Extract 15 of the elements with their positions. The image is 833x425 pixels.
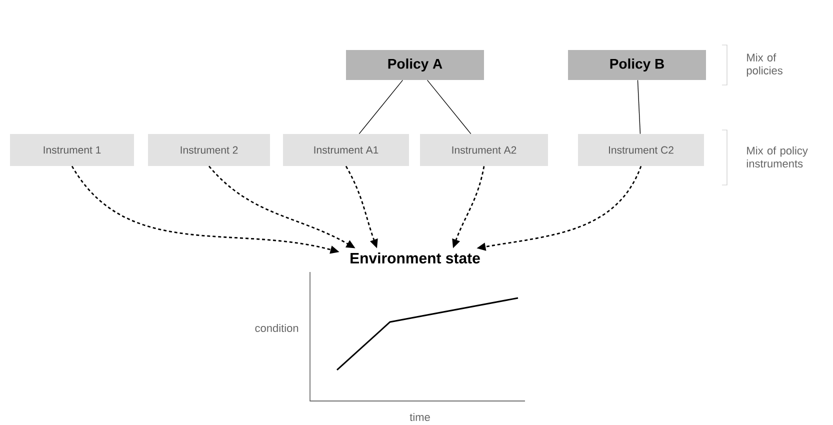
axis-label: time bbox=[410, 412, 430, 422]
instrument-box: Instrument C2 bbox=[578, 134, 704, 166]
heading-text: Environment state bbox=[350, 252, 480, 264]
connector-line bbox=[358, 80, 404, 134]
instrument-box: Instrument A1 bbox=[283, 134, 409, 166]
connector-line bbox=[637, 80, 641, 134]
policy-box: Policy B bbox=[568, 50, 706, 80]
instrument-box: Instrument A2 bbox=[420, 134, 548, 166]
instrument-box: Instrument 2 bbox=[148, 134, 270, 166]
connector-line bbox=[426, 80, 472, 134]
policy-box: Policy A bbox=[346, 50, 484, 80]
instrument-box: Instrument 1 bbox=[10, 134, 134, 166]
group-label: Mix of policy instruments bbox=[746, 146, 808, 168]
group-label: Mix of policies bbox=[746, 53, 782, 77]
axis-label: condition bbox=[255, 324, 298, 332]
